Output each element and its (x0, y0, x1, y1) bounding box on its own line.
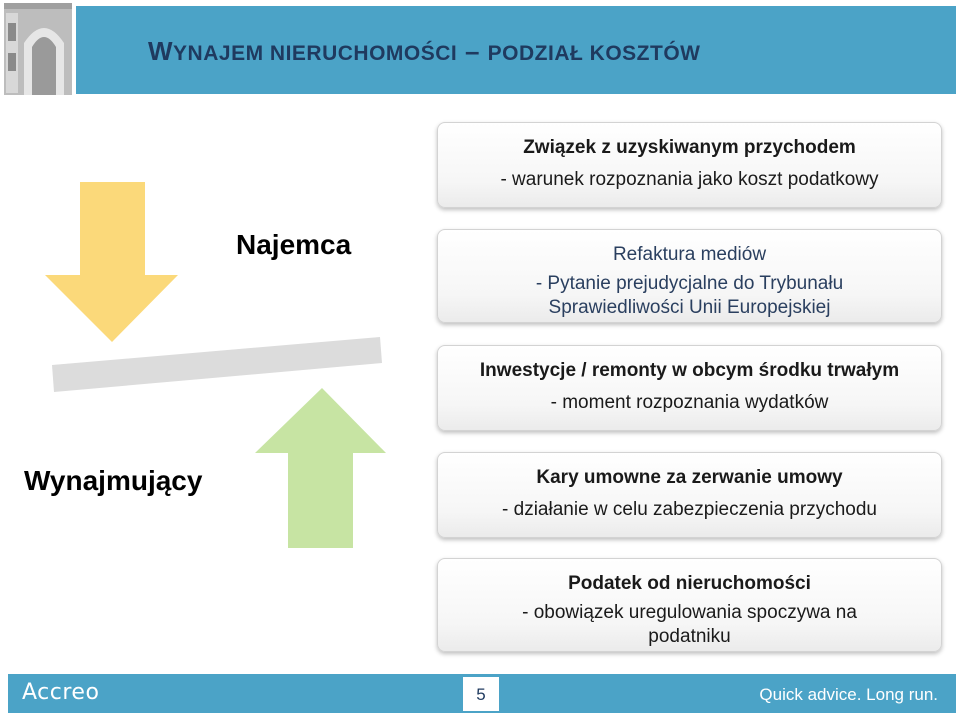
arrow-down-icon (45, 182, 178, 342)
company-logo: Accreo (22, 680, 100, 705)
footer-slogan: Quick advice. Long run. (759, 685, 938, 704)
building-photo (4, 3, 72, 95)
page-title: WYNAJEM NIERUCHOMOŚCI – PODZIAŁ KOSZTÓW (148, 36, 701, 66)
card-body: - działanie w celu zabezpieczenia przych… (502, 499, 877, 520)
card-income-relation: Związek z uzyskiwanym przychodem - warun… (437, 122, 942, 208)
card-body: - obowiązek uregulowania spoczywa na pod… (522, 602, 857, 647)
card-body: - warunek rozpoznania jako koszt podatko… (500, 169, 879, 190)
card-property-tax: Podatek od nieruchomości - obowiązek ure… (437, 558, 942, 652)
landlord-label: Wynajmujący (24, 465, 203, 496)
arrow-up-icon (255, 388, 386, 548)
card-body: - moment rozpoznania wydatków (550, 392, 829, 413)
card-title: Podatek od nieruchomości (568, 573, 811, 594)
page-number: 5 (462, 676, 500, 712)
card-contract-penalties: Kary umowne za zerwanie umowy - działani… (437, 452, 942, 538)
card-investments: Inwestycje / remonty w obcym środku trwa… (437, 345, 942, 431)
header-band (76, 6, 956, 94)
card-utilities-reinvoice: Refaktura mediów - Pytanie prejudycjalne… (437, 229, 942, 323)
card-title: Refaktura mediów (612, 244, 767, 265)
card-title: Kary umowne za zerwanie umowy (536, 467, 843, 488)
card-title: Związek z uzyskiwanym przychodem (523, 137, 856, 158)
card-title: Inwestycje / remonty w obcym środku trwa… (479, 360, 900, 381)
card-body: - Pytanie prejudycjalne do Trybunału Spr… (535, 273, 844, 318)
scale-bar (52, 337, 382, 392)
cost-split-diagram (45, 182, 386, 548)
tenant-label: Najemca (236, 229, 352, 260)
slide-header: WYNAJEM NIERUCHOMOŚCI – PODZIAŁ KOSZTÓW (0, 0, 960, 100)
